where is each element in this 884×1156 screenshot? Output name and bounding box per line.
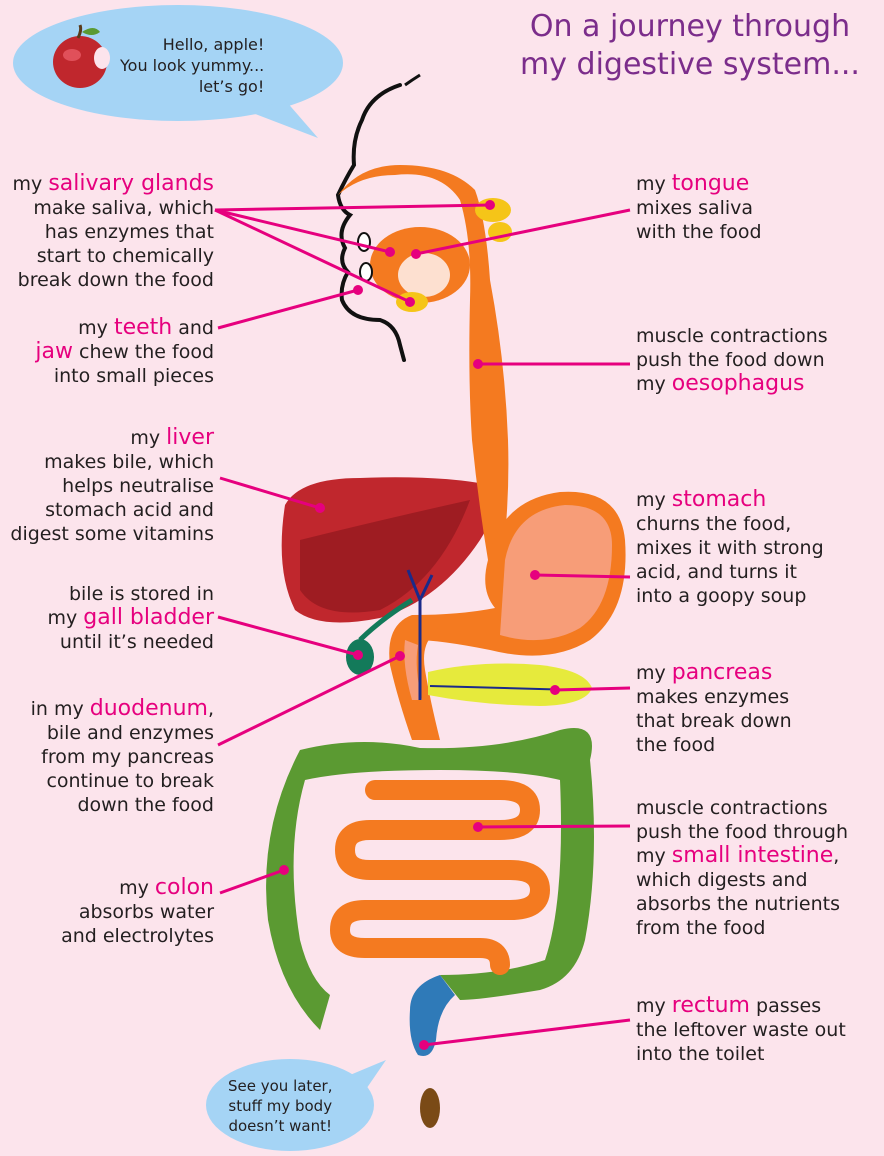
pancreas-pre: my xyxy=(636,662,672,684)
label-stomach: my stomach churns the food, mixes it wit… xyxy=(636,488,824,608)
teeth-highlight: teeth xyxy=(114,315,172,340)
label-pancreas: my pancreas makes enzymes that break dow… xyxy=(636,661,792,757)
rectum-line-2: the leftover waste out xyxy=(636,1018,846,1042)
salivary-highlight: salivary glands xyxy=(48,171,214,196)
small-intestine-line-1: muscle contractions xyxy=(636,796,848,820)
salivary-line-5: break down the food xyxy=(13,268,214,292)
colon-line-2: absorbs water xyxy=(61,900,214,924)
colon-pre: my xyxy=(119,877,155,899)
rectum-pre: my xyxy=(636,995,672,1017)
duodenum-pre: in my xyxy=(31,698,90,720)
gall-line-3: until it’s needed xyxy=(47,630,214,654)
label-oesophagus: muscle contractions push the food down m… xyxy=(636,324,828,396)
speech-bottom-line-3: doesn’t want! xyxy=(228,1116,332,1136)
pancreas-line-2: makes enzymes xyxy=(636,685,792,709)
label-rectum: my rectum passes the leftover waste out … xyxy=(636,994,846,1066)
waste-icon xyxy=(420,1088,440,1128)
small-intestine-pre: my xyxy=(636,845,672,867)
liver-line-5: digest some vitamins xyxy=(10,522,214,546)
teeth-mid: and xyxy=(172,317,214,339)
label-salivary-glands: my salivary glands make saliva, which ha… xyxy=(13,172,214,292)
salivary-line-2: make saliva, which xyxy=(13,196,214,220)
gall-highlight: gall bladder xyxy=(83,605,214,630)
duodenum-line-2: bile and enzymes xyxy=(31,721,214,745)
small-intestine-line-5: absorbs the nutrients xyxy=(636,892,848,916)
pancreas-line-4: the food xyxy=(636,733,792,757)
speech-bottom-line-1: See you later, xyxy=(228,1076,332,1096)
tongue-pre: my xyxy=(636,173,672,195)
pointer-teeth xyxy=(218,290,358,328)
teeth-line-2-rest: chew the food xyxy=(73,341,214,363)
salivary-pre: my xyxy=(13,173,49,195)
small-intestine-post: , xyxy=(833,845,839,867)
label-teeth-jaw: my teeth and jaw chew the food into smal… xyxy=(35,316,214,388)
pancreas-shape xyxy=(428,664,592,706)
pointer-duodenum xyxy=(218,656,400,745)
pointer-small-intestine xyxy=(478,826,630,827)
tongue-line-2: mixes saliva xyxy=(636,196,762,220)
stomach-highlight: stomach xyxy=(672,487,767,512)
label-tongue: my tongue mixes saliva with the food xyxy=(636,172,762,244)
label-liver: my liver makes bile, which helps neutral… xyxy=(10,426,214,546)
duodenum-line-4: continue to break xyxy=(31,769,214,793)
small-intestine-line-6: from the food xyxy=(636,916,848,940)
duodenum-line-5: down the food xyxy=(31,793,214,817)
label-gall-bladder: bile is stored in my gall bladder until … xyxy=(47,582,214,654)
speech-top-line-1: Hello, apple! xyxy=(120,34,264,55)
teeth-line-3: into small pieces xyxy=(35,364,214,388)
oesophagus-line-1: muscle contractions xyxy=(636,324,828,348)
liver-highlight: liver xyxy=(166,425,214,450)
speech-top-line-2: You look yummy... xyxy=(120,55,264,76)
pointer-tongue xyxy=(416,210,630,254)
salivary-line-3: has enzymes that xyxy=(13,220,214,244)
teeth-pre: my xyxy=(78,317,114,339)
gall-pre: my xyxy=(47,607,83,629)
liver-line-3: helps neutralise xyxy=(10,474,214,498)
stomach-line-5: into a goopy soup xyxy=(636,584,824,608)
label-colon: my colon absorbs water and electrolytes xyxy=(61,876,214,948)
pancreas-line-3: that break down xyxy=(636,709,792,733)
colon-highlight: colon xyxy=(155,875,214,900)
small-intestine-shape xyxy=(340,790,540,965)
duodenum-post: , xyxy=(208,698,214,720)
liver-line-2: makes bile, which xyxy=(10,450,214,474)
duodenum-highlight: duodenum xyxy=(90,696,208,721)
face-outline xyxy=(338,85,404,360)
small-intestine-line-4: which digests and xyxy=(636,868,848,892)
jaw-highlight: jaw xyxy=(35,339,73,364)
label-small-intestine: muscle contractions push the food throug… xyxy=(636,796,848,940)
pointer-pancreas xyxy=(555,688,630,690)
stomach-pre: my xyxy=(636,489,672,511)
pointer-salivary-2 xyxy=(215,210,390,252)
rectum-line-3: into the toilet xyxy=(636,1042,846,1066)
speech-text-top: Hello, apple! You look yummy... let’s go… xyxy=(120,34,264,97)
speech-bottom-line-2: stuff my body xyxy=(228,1096,332,1116)
oesophagus-line-2: push the food down xyxy=(636,348,828,372)
stomach-line-3: mixes it with strong xyxy=(636,536,824,560)
oesophagus-pre: my xyxy=(636,373,672,395)
speech-top-line-3: let’s go! xyxy=(120,76,264,97)
pancreas-highlight: pancreas xyxy=(672,660,773,685)
liver-pre: my xyxy=(130,427,166,449)
pointer-salivary-1 xyxy=(215,205,490,210)
salivary-line-4: start to chemically xyxy=(13,244,214,268)
small-intestine-highlight: small intestine xyxy=(672,843,834,868)
pointer-gall xyxy=(218,617,358,655)
pointer-rectum xyxy=(424,1020,630,1045)
tongue-highlight: tongue xyxy=(672,171,749,196)
rectum-post: passes xyxy=(750,995,821,1017)
stomach-line-4: acid, and turns it xyxy=(636,560,824,584)
label-duodenum: in my duodenum, bile and enzymes from my… xyxy=(31,697,214,817)
stomach-line-2: churns the food, xyxy=(636,512,824,536)
speech-text-bottom: See you later, stuff my body doesn’t wan… xyxy=(228,1076,332,1136)
gall-line-1: bile is stored in xyxy=(47,582,214,606)
small-intestine-line-2: push the food through xyxy=(636,820,848,844)
colon-line-3: and electrolytes xyxy=(61,924,214,948)
pointer-stomach xyxy=(535,575,630,577)
duodenum-line-3: from my pancreas xyxy=(31,745,214,769)
rectum-highlight: rectum xyxy=(672,993,750,1018)
tongue-line-3: with the food xyxy=(636,220,762,244)
oesophagus-highlight: oesophagus xyxy=(672,371,805,396)
liver-line-4: stomach acid and xyxy=(10,498,214,522)
